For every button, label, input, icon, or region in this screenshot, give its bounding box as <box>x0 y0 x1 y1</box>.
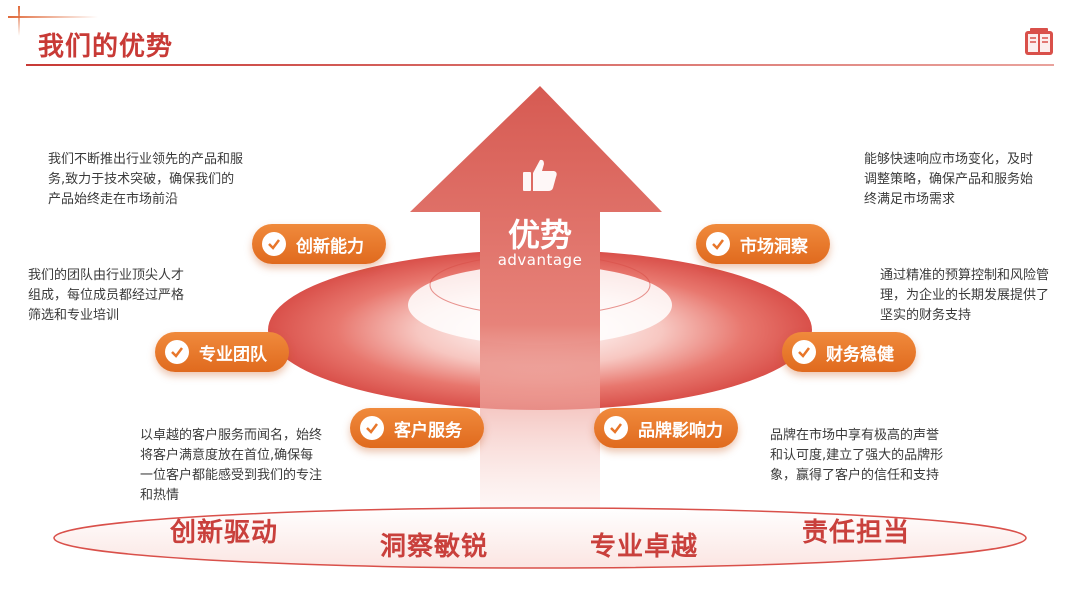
desc-brand: 品牌在市场中享有极高的声誉和认可度,建立了强大的品牌形象，赢得了客户的信任和支持 <box>770 428 944 483</box>
check-icon <box>604 416 628 440</box>
check-icon <box>262 232 286 256</box>
pill-label: 市场洞察 <box>740 236 808 257</box>
pill-label: 财务稳健 <box>826 344 894 365</box>
thumbs-up-icon <box>523 159 557 191</box>
bottom-word-innovation: 创新驱动 <box>170 518 279 548</box>
pill-innovation[interactable]: 创新能力 <box>252 224 386 264</box>
bottom-word-excellence: 专业卓越 <box>590 532 699 562</box>
center-subtitle: advantage <box>497 251 583 269</box>
pill-label: 客户服务 <box>394 420 462 441</box>
center-title: 优势 <box>507 216 572 254</box>
desc-finance: 通过精准的预算控制和风险管理，为企业的长期发展提供了坚实的财务支持 <box>880 268 1050 323</box>
pill-finance[interactable]: 财务稳健 <box>782 332 916 372</box>
check-icon <box>706 232 730 256</box>
bottom-word-responsibility: 责任担当 <box>802 518 911 548</box>
desc-market: 能够快速响应市场变化，及时调整策略，确保产品和服务始终满足市场需求 <box>864 152 1034 207</box>
page-title: 我们的优势 <box>38 32 174 62</box>
desc-innovation: 我们不断推出行业领先的产品和服务,致力于技术突破，确保我们的产品始终走在市场前沿 <box>48 152 244 207</box>
pill-label: 品牌影响力 <box>638 420 723 441</box>
pill-brand[interactable]: 品牌影响力 <box>594 408 738 448</box>
check-icon <box>165 340 189 364</box>
desc-service: 以卓越的客户服务而闻名，始终将客户满意度放在首位,确保每一位客户都能感受到我们的… <box>140 428 323 503</box>
pill-market[interactable]: 市场洞察 <box>696 224 830 264</box>
check-icon <box>360 416 384 440</box>
desc-team: 我们的团队由行业顶尖人才组成，每位成员都经过严格筛选和专业培训 <box>28 268 185 323</box>
title-divider <box>26 64 1054 66</box>
book-icon <box>1025 28 1053 55</box>
bottom-word-insight: 洞察敏锐 <box>380 532 489 562</box>
arrow <box>410 86 662 520</box>
check-icon <box>792 340 816 364</box>
corner-decoration-vertical <box>18 6 20 36</box>
pill-label: 专业团队 <box>199 344 267 365</box>
pill-team[interactable]: 专业团队 <box>155 332 289 372</box>
corner-decoration <box>8 16 98 18</box>
pill-label: 创新能力 <box>296 236 364 257</box>
bottom-base <box>53 507 1027 569</box>
pill-service[interactable]: 客户服务 <box>350 408 484 448</box>
